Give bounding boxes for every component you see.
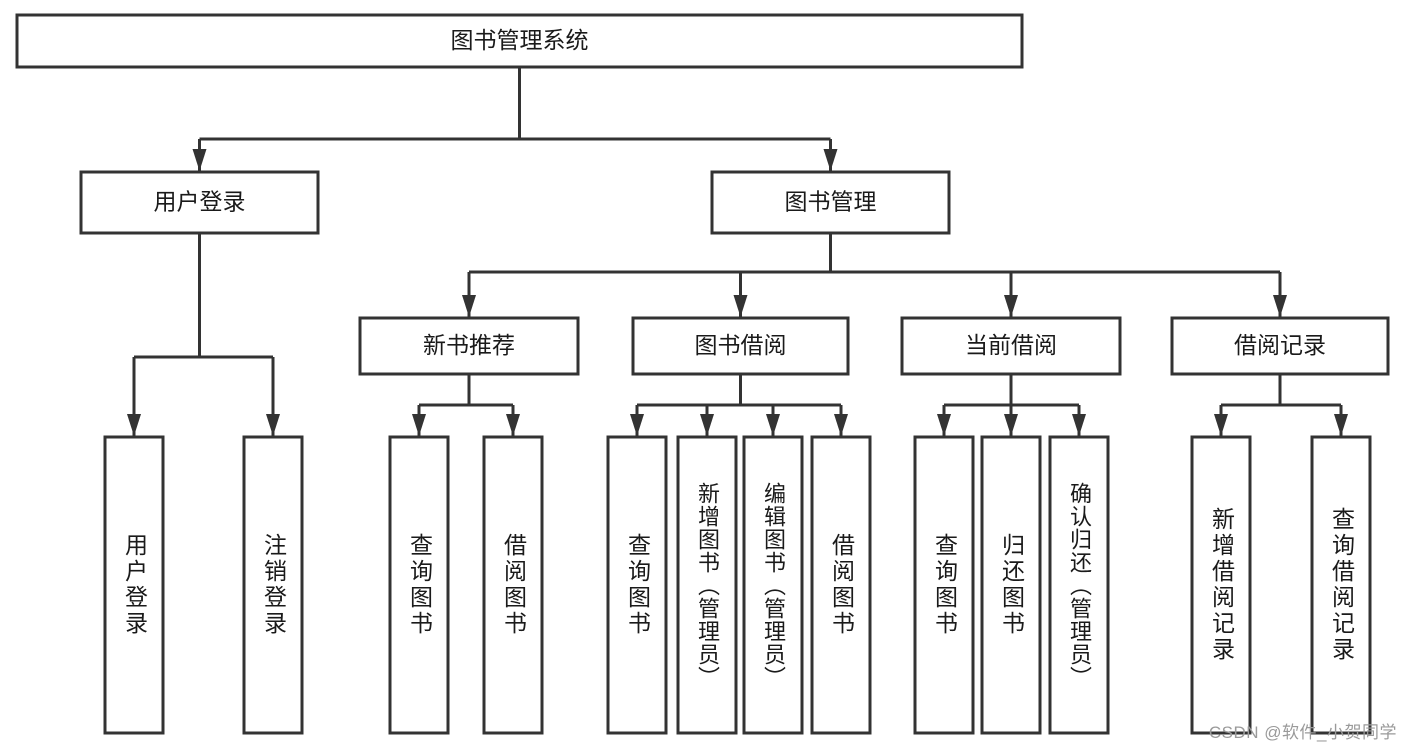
node-leaf-add-book-admin[interactable]: 新增图书（管理员） [676, 435, 738, 735]
node-label-wrap: 新增图书（管理员） [695, 481, 720, 689]
node-label-wrap: 用户登录 [121, 533, 148, 637]
node-label: 归还图书 [998, 533, 1025, 637]
node-leaf-edit-book-admin[interactable]: 编辑图书（管理员） [742, 435, 804, 735]
node-label: 图书管理 [785, 189, 877, 215]
node-new-book-recommend[interactable]: 新书推荐 [358, 316, 580, 376]
node-label: 新书推荐 [423, 332, 515, 358]
node-leaf-return-book[interactable]: 归还图书 [980, 435, 1042, 735]
connector-layer [127, 67, 1348, 436]
node-label: 编辑图书（管理员） [761, 481, 786, 689]
node-leaf-borrow-book-2[interactable]: 借阅图书 [810, 435, 872, 735]
node-book-borrow[interactable]: 图书借阅 [631, 316, 850, 376]
node-label: 图书管理系统 [451, 27, 589, 53]
node-label: 查询图书 [406, 533, 433, 637]
node-label-wrap: 查询借阅记录 [1328, 507, 1355, 663]
watermark-text: CSDN @软件_小贺同学 [1208, 723, 1397, 742]
node-label: 当前借阅 [965, 332, 1057, 358]
node-book-manage[interactable]: 图书管理 [710, 170, 951, 235]
node-label: 用户登录 [121, 533, 148, 637]
node-leaf-add-record[interactable]: 新增借阅记录 [1190, 435, 1252, 735]
node-label-wrap: 新增借阅记录 [1208, 507, 1235, 663]
node-label: 注销登录 [260, 533, 287, 637]
node-label: 新增图书（管理员） [695, 481, 720, 689]
node-leaf-user-login[interactable]: 用户登录 [103, 435, 165, 735]
node-label: 查询图书 [624, 533, 651, 637]
node-label-wrap: 查询图书 [406, 533, 433, 637]
node-label: 借阅图书 [828, 533, 855, 637]
node-label: 查询图书 [931, 533, 958, 637]
node-user-login[interactable]: 用户登录 [79, 170, 320, 235]
node-label: 用户登录 [154, 189, 246, 215]
node-label: 借阅记录 [1234, 332, 1326, 358]
node-leaf-borrow-book-1[interactable]: 借阅图书 [482, 435, 544, 735]
node-label-wrap: 归还图书 [998, 533, 1025, 637]
node-label-wrap: 编辑图书（管理员） [761, 481, 786, 689]
node-label: 确认归还（管理员） [1067, 481, 1092, 689]
node-layer: 图书管理系统用户登录图书管理新书推荐图书借阅当前借阅借阅记录用户登录注销登录查询… [15, 13, 1390, 735]
node-label-wrap: 借阅图书 [828, 533, 855, 637]
node-leaf-query-record[interactable]: 查询借阅记录 [1310, 435, 1372, 735]
node-leaf-confirm-return[interactable]: 确认归还（管理员） [1048, 435, 1110, 735]
node-current-borrow[interactable]: 当前借阅 [900, 316, 1122, 376]
node-label: 查询借阅记录 [1328, 507, 1355, 663]
node-label: 图书借阅 [695, 332, 787, 358]
node-root[interactable]: 图书管理系统 [15, 13, 1024, 69]
node-label-wrap: 确认归还（管理员） [1067, 481, 1092, 689]
node-label-wrap: 注销登录 [260, 533, 287, 637]
node-leaf-query-book-3[interactable]: 查询图书 [913, 435, 975, 735]
node-label-wrap: 查询图书 [931, 533, 958, 637]
node-label: 借阅图书 [500, 533, 527, 637]
node-borrow-records[interactable]: 借阅记录 [1170, 316, 1390, 376]
node-leaf-query-book-1[interactable]: 查询图书 [388, 435, 450, 735]
node-leaf-logout-login[interactable]: 注销登录 [242, 435, 304, 735]
node-label-wrap: 借阅图书 [500, 533, 527, 637]
node-leaf-query-book-2[interactable]: 查询图书 [606, 435, 668, 735]
node-label-wrap: 查询图书 [624, 533, 651, 637]
node-label: 新增借阅记录 [1208, 507, 1235, 663]
